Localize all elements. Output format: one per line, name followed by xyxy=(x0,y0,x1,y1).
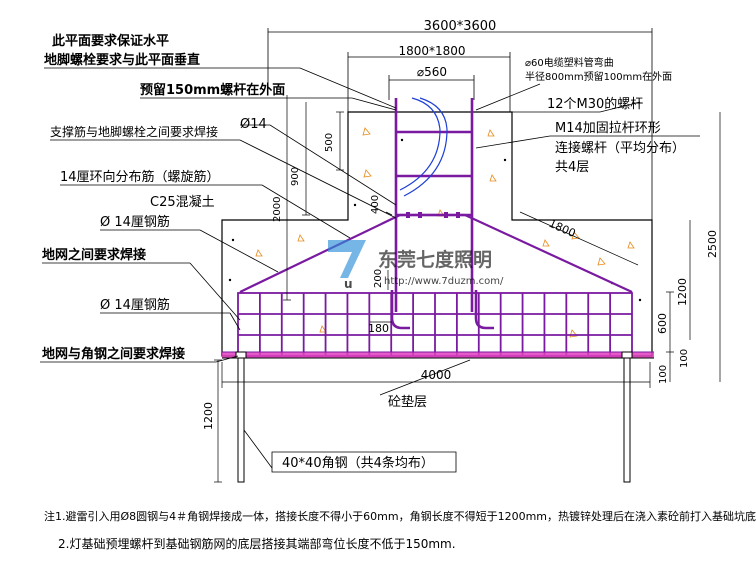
dim-500: 500 xyxy=(324,133,335,152)
watermark-url: http://www.7duzm.com/ xyxy=(384,276,504,287)
dim-1200-right: 1200 xyxy=(676,278,689,306)
label-phi14-b: Ø 14厘钢筋 xyxy=(100,297,170,313)
note-2: 2.灯基础预埋螺杆到基础钢筋网的底层搭接其端部弯位长度不低于150mm. xyxy=(58,537,456,551)
watermark-logo: u xyxy=(328,240,366,291)
label-level-plane: 此平面要求保证水平 xyxy=(52,33,169,49)
label-support-weld: 支撑筋与地脚螺栓之间要求焊接 xyxy=(50,124,218,139)
label-m14-ring: M14加固拉杆环形 xyxy=(555,121,661,136)
label-cable-pipe: ⌀60电缆塑料管弯曲 xyxy=(525,56,614,69)
right-leaders xyxy=(475,83,700,149)
bolt-heads xyxy=(406,212,460,218)
internal-dimensions xyxy=(214,95,721,483)
label-c25: C25混凝土 xyxy=(150,194,215,210)
label-phi14-top: Ø14 xyxy=(240,117,267,132)
dim-100-a: 100 xyxy=(679,349,690,368)
left-leaders xyxy=(40,67,397,363)
label-cushion: 砼垫层 xyxy=(388,394,427,410)
watermark: u 东莞七度照明 http://www.7duzm.com/ xyxy=(328,240,504,291)
dim-600: 600 xyxy=(656,313,669,334)
dim-1800x1800: 1800*1800 xyxy=(398,44,465,58)
label-phi14-a: Ø 14厘钢筋 xyxy=(100,214,170,230)
dim-100-b: 100 xyxy=(658,365,669,384)
dim-2500: 2500 xyxy=(706,230,719,258)
drawing-stage: 3600*3600 1800*1800 ⌀560 xyxy=(40,19,756,551)
label-bolt-vertical: 地脚螺栓要求与此平面垂直 xyxy=(44,52,200,68)
svg-text:u: u xyxy=(344,277,353,291)
watermark-name: 东莞七度照明 xyxy=(378,248,492,271)
dim-200: 200 xyxy=(373,269,384,288)
dim-180: 180 xyxy=(368,322,389,335)
dim-900: 900 xyxy=(290,167,301,186)
label-m30-bolts: 12个M30的螺杆 xyxy=(547,96,643,112)
welding-points xyxy=(235,351,633,359)
rebar-mesh-verticals xyxy=(258,293,612,356)
label-m14-distribute: 连接螺杆（平均分布） xyxy=(555,140,685,156)
label-4-layers: 共4层 xyxy=(555,160,589,175)
note-1: 注1.避雷引入用Ø8圆钢与4＃角钢焊接成一体，搭接长度不得小于60mm，角钢长度… xyxy=(44,510,756,523)
dim-4000: 4000 xyxy=(421,368,452,382)
dim-560: ⌀560 xyxy=(417,65,447,79)
label-mesh-angle-weld: 地网与角钢之间要求焊接 xyxy=(42,346,185,362)
concrete-dots xyxy=(228,138,642,302)
label-mesh-weld: 地网之间要求焊接 xyxy=(42,247,146,263)
concrete-hatching xyxy=(255,127,635,338)
label-reserve-150: 预留150mm螺杆在外面 xyxy=(140,82,285,98)
foundation-drawing: 3600*3600 1800*1800 ⌀560 xyxy=(40,19,721,483)
dim-2000: 2000 xyxy=(272,197,283,222)
bottom-leaders xyxy=(243,359,471,473)
label-spiral-bar: 14厘环向分布筋（螺旋筋） xyxy=(60,169,220,185)
label-angle-steel: 40*40角钢（共4条均布） xyxy=(282,455,434,471)
dim-1200-left: 1200 xyxy=(202,402,215,430)
cable-conduit xyxy=(399,97,448,197)
dim-3600: 3600*3600 xyxy=(424,19,497,34)
label-cable-radius: 半径800mm预留100mm在外面 xyxy=(525,70,672,83)
top-dimensions xyxy=(267,28,653,220)
dim-400: 400 xyxy=(370,195,381,214)
mesh-bottom-band xyxy=(222,352,654,358)
